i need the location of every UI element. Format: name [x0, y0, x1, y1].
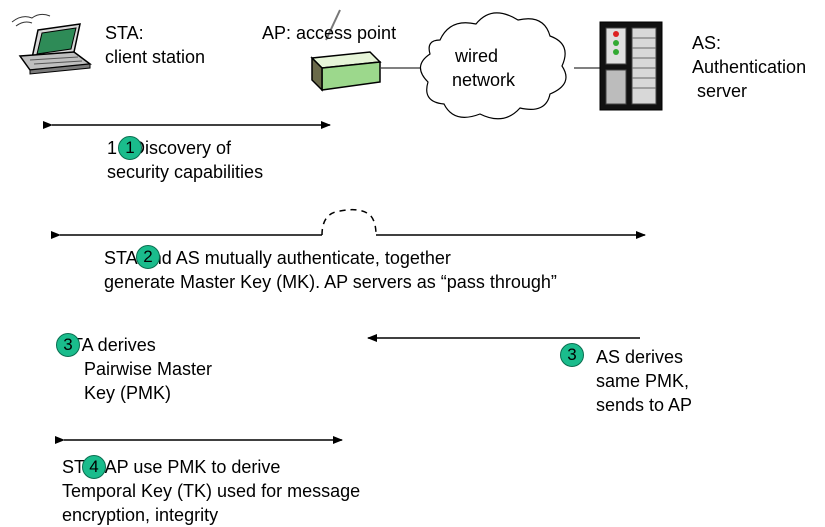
step3-as-badge: 3 [560, 343, 584, 367]
step4-text-line2: Temporal Key (TK) used for message [62, 481, 361, 501]
step1-text-line2: security capabilities [107, 162, 264, 182]
server-icon [599, 21, 663, 111]
as-label-line2: Authentication [692, 57, 807, 77]
as-label-line3: server [692, 81, 748, 101]
step4-text-line1: STA, AP use PMK to derive [62, 457, 281, 477]
access-point-icon [310, 9, 382, 92]
sta-label-line1: STA: [105, 23, 144, 43]
step3-sta-badge: 3 [56, 333, 80, 357]
step2-text-line2: generate Master Key (MK). AP servers as … [104, 272, 557, 292]
step2-badge: 2 [136, 245, 160, 269]
step1-text-line1: 1 Discovery of [107, 138, 232, 158]
step1-badge: 1 [118, 136, 142, 160]
ap-label: AP: access point [262, 23, 397, 43]
sta-label-line2: client station [105, 47, 206, 67]
step4-text-line3: encryption, integrity [62, 505, 219, 525]
step4-badge: 4 [82, 455, 106, 479]
step3-sta-text-line2: Pairwise Master [84, 359, 213, 379]
step3-as-text-line3: sends to AP [596, 395, 693, 415]
step2-arrow [51, 208, 646, 239]
step3-as-text-line1: AS derives [596, 347, 684, 367]
network-label-line2: network [452, 70, 516, 90]
step3-sta-text-line3: Key (PMK) [84, 383, 172, 403]
as-label-line1: AS: [692, 33, 722, 53]
network-label-line1: wired [455, 46, 499, 66]
laptop-icon [11, 13, 92, 75]
step3-as-text-line2: same PMK, [596, 371, 690, 391]
cloud-icon [419, 12, 567, 120]
